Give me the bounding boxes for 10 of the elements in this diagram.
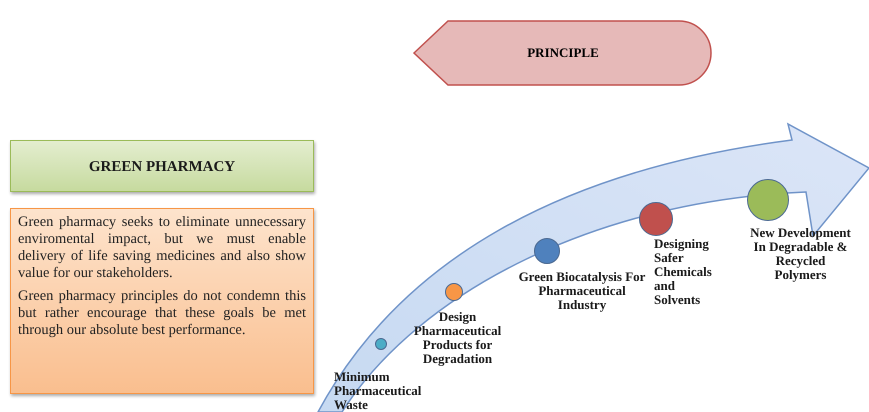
step-label: Designing Safer Chemicals and Solvents	[654, 237, 713, 307]
description-box	[10, 208, 314, 394]
left-arrow-shape	[413, 20, 713, 86]
principle-label: PRINCIPLE	[527, 45, 599, 60]
paragraph: Green pharmacy seeks to eliminate unnecessary enviromental impact, but we must enable delivery of life saving medicines and also show value for our stakeholders.	[18, 214, 306, 282]
heading-text: GREEN PHARMACY	[88, 159, 236, 175]
step-label: Design Pharmaceutical Products for Degradation	[412, 310, 502, 366]
paragraph: Green pharmacy principles do not condemn this but rather encourage that these goals be met through our absolute best performance.	[18, 288, 306, 339]
step-label: Green Biocatalysis For Pharmaceutical Industry	[518, 270, 646, 312]
heading-box	[10, 140, 314, 192]
